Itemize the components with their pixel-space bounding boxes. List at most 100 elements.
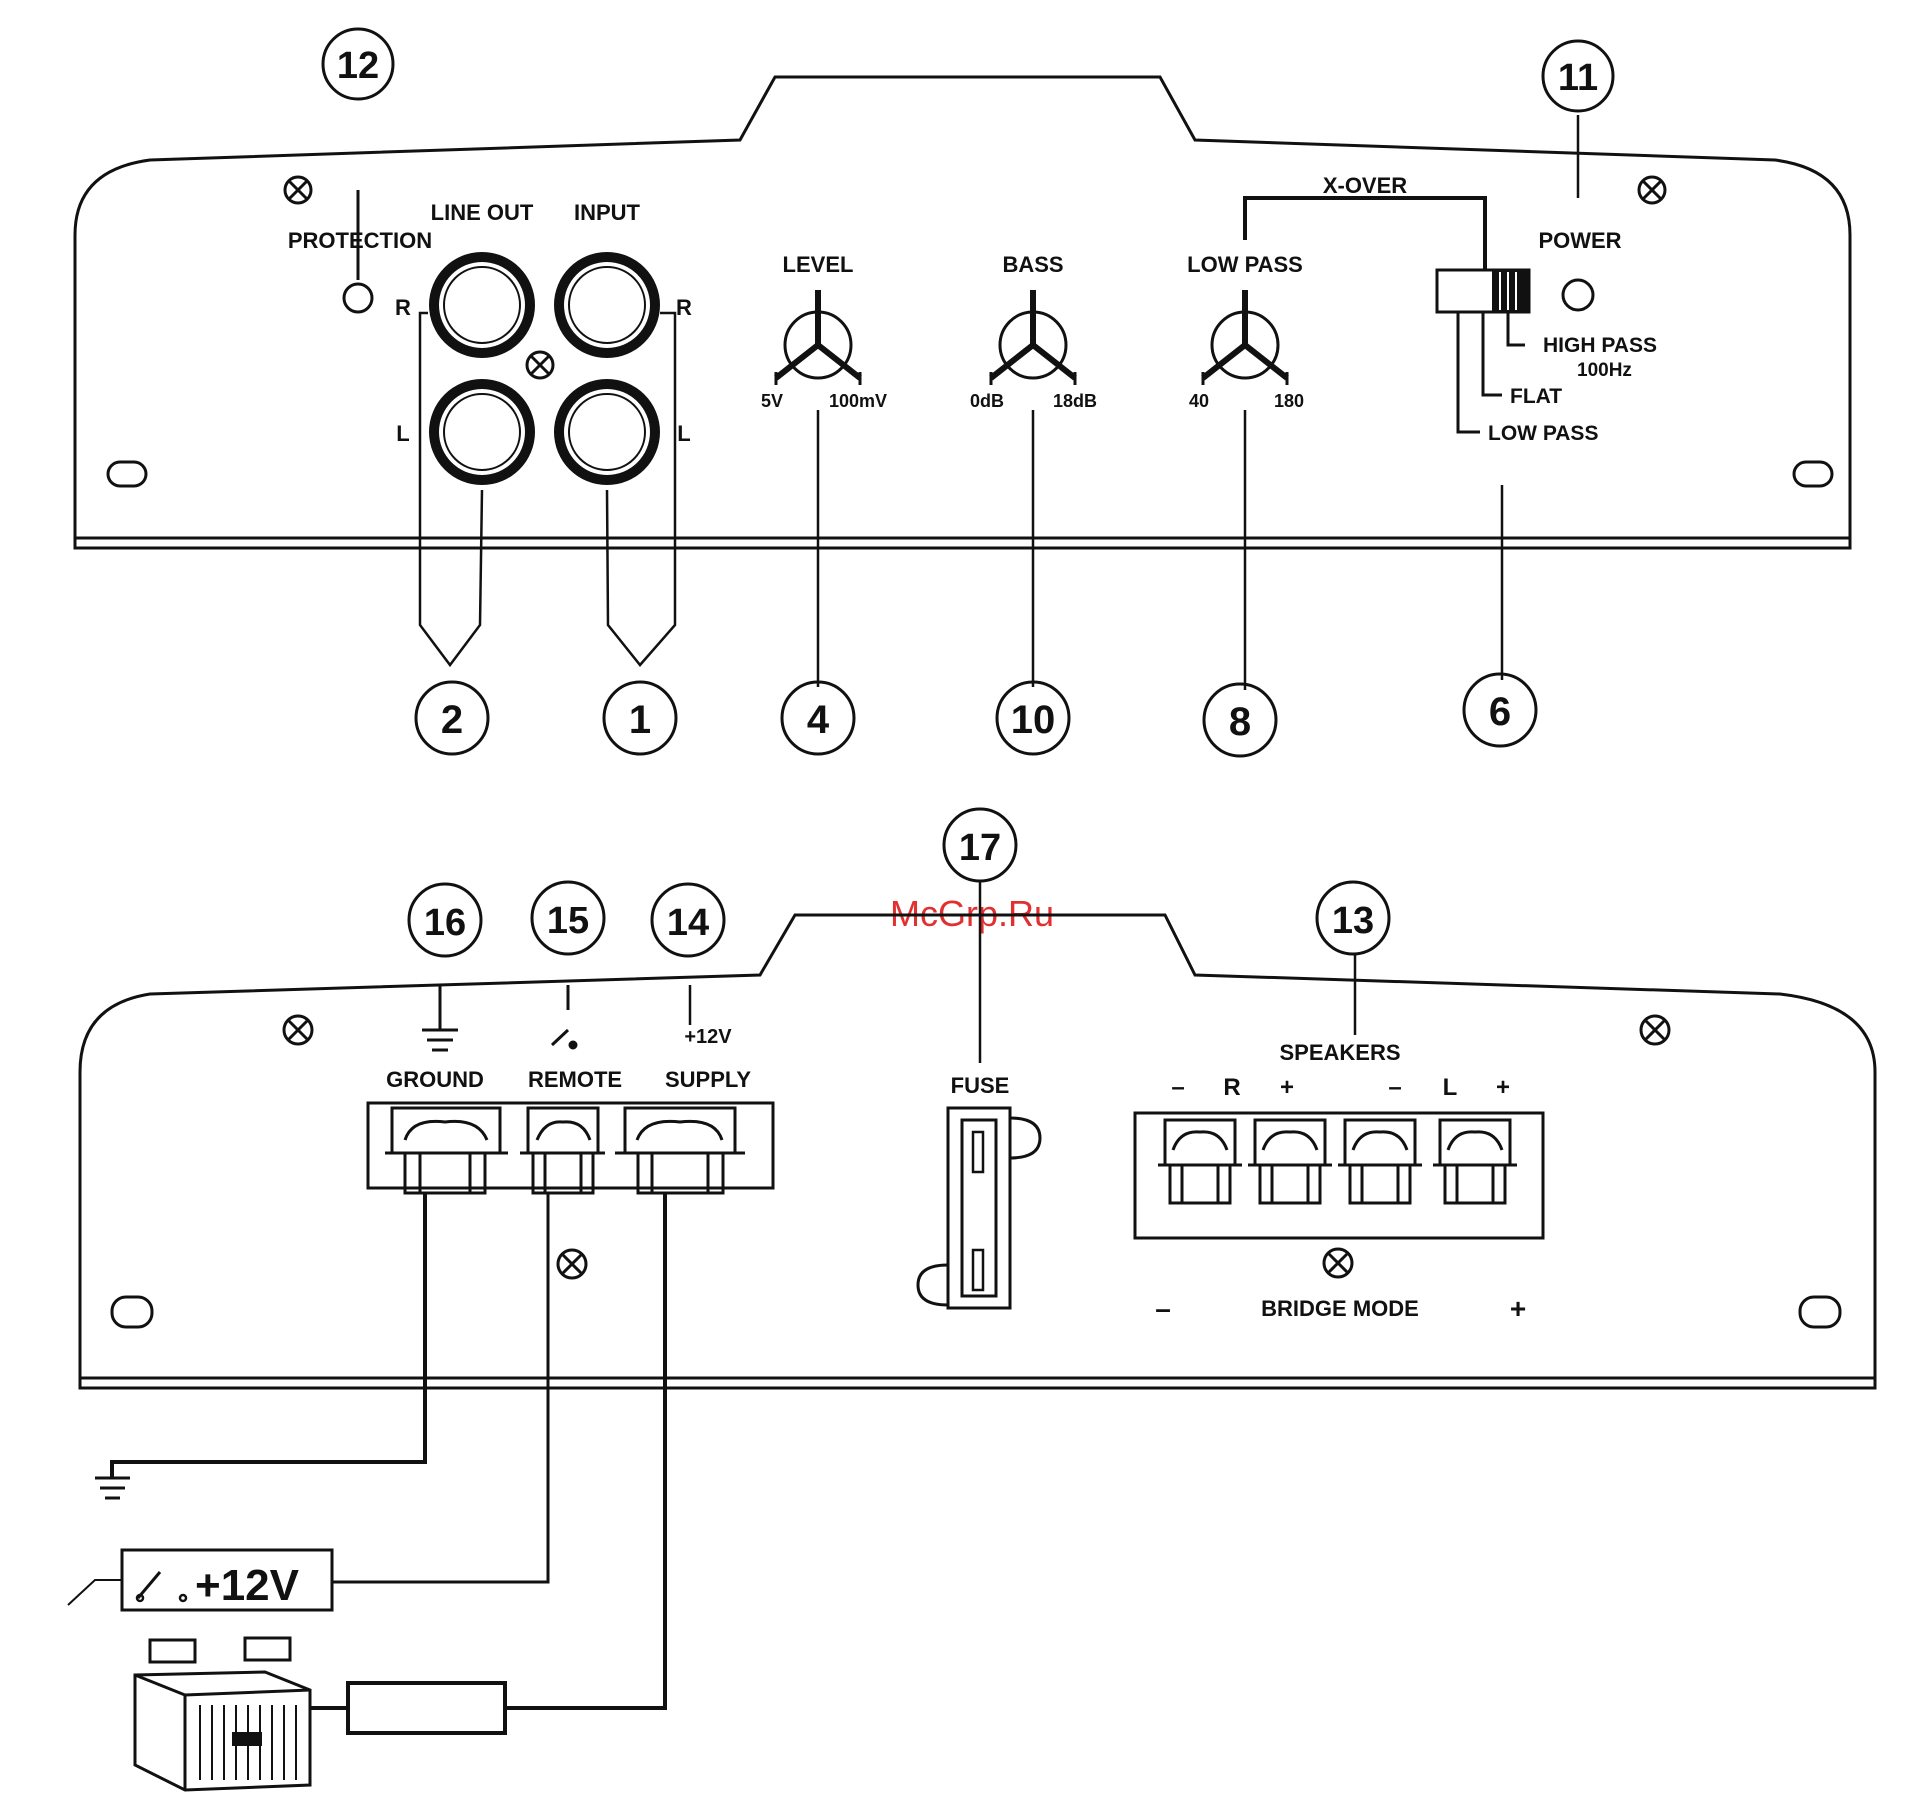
top-panel-outline	[75, 77, 1850, 548]
speaker-l-label: L	[1443, 1074, 1458, 1101]
speaker-terminal-r-plus[interactable]	[1248, 1120, 1332, 1203]
callout-13: 13	[1317, 882, 1389, 954]
svg-text:6: 6	[1489, 690, 1511, 734]
svg-text:4: 4	[807, 698, 830, 742]
svg-text:8: 8	[1229, 700, 1251, 744]
callout-12: 12	[323, 29, 393, 99]
bridge-plus-label: +	[1510, 1293, 1526, 1324]
high-pass-label: HIGH PASS	[1543, 334, 1657, 357]
line-out-l-jack[interactable]	[429, 379, 535, 485]
svg-text:2: 2	[441, 698, 463, 742]
screw-icon	[1639, 177, 1665, 203]
callout-4: 4	[782, 682, 854, 754]
protection-label: PROTECTION	[288, 228, 432, 253]
power-terminal-block	[368, 1103, 773, 1188]
input-l-label: L	[677, 421, 690, 446]
svg-text:15: 15	[547, 900, 589, 942]
callout-10: 10	[997, 682, 1069, 754]
bridge-minus-label: –	[1155, 1293, 1171, 1324]
level-label: LEVEL	[783, 252, 854, 277]
low-pass-min-label: 40	[1189, 391, 1209, 411]
mounting-hole	[108, 462, 146, 486]
speakers-label: SPEAKERS	[1279, 1040, 1400, 1065]
fuse-label: FUSE	[951, 1073, 1010, 1098]
ground-icon	[95, 1478, 130, 1498]
callout-1: 1	[604, 682, 676, 754]
top-panel: PROTECTION LINE OUT INPUT R L R L LEVEL	[75, 29, 1850, 756]
crossover-switch[interactable]	[1437, 270, 1529, 312]
input-label: INPUT	[574, 200, 641, 225]
input-r-label: R	[676, 295, 692, 320]
callout-6: 6	[1464, 674, 1536, 746]
callout-17: 17	[944, 809, 1016, 881]
speaker-plus-label-1: +	[1280, 1074, 1294, 1101]
callout-16: 16	[409, 884, 481, 956]
mounting-hole	[1800, 1297, 1840, 1327]
screw-icon	[558, 1250, 586, 1278]
fuse-holder[interactable]	[918, 1108, 1040, 1308]
level-knob[interactable]	[776, 290, 860, 385]
x-over-label: X-OVER	[1323, 173, 1407, 198]
remote-switch-voltage-label: +12V	[195, 1561, 300, 1610]
bass-knob[interactable]	[991, 290, 1075, 385]
mounting-hole	[112, 1297, 152, 1327]
bottom-panel-outline	[80, 915, 1875, 1388]
battery-icon	[135, 1638, 310, 1790]
remote-terminal[interactable]	[520, 1108, 605, 1193]
speaker-minus-label-1: –	[1171, 1074, 1184, 1101]
line-out-r-jack[interactable]	[429, 252, 535, 358]
svg-text:13: 13	[1332, 900, 1374, 942]
plus12v-label: +12V	[684, 1026, 732, 1048]
bass-max-label: 18dB	[1053, 391, 1097, 411]
callout-11: 11	[1543, 41, 1613, 111]
level-max-label: 100mV	[829, 391, 887, 411]
bridge-mode-label: BRIDGE MODE	[1261, 1296, 1419, 1321]
level-min-label: 5V	[761, 391, 783, 411]
callout-2: 2	[416, 682, 488, 754]
supply-terminal[interactable]	[615, 1108, 745, 1193]
ground-label: GROUND	[386, 1067, 484, 1092]
low-pass-max-label: 180	[1274, 391, 1304, 411]
line-out-label: LINE OUT	[431, 200, 534, 225]
speaker-plus-label-2: +	[1496, 1074, 1510, 1101]
svg-text:1: 1	[629, 698, 651, 742]
mounting-hole	[1794, 462, 1832, 486]
low-pass-knob[interactable]	[1203, 290, 1287, 385]
ground-wire	[112, 1193, 425, 1478]
speaker-terminal-l-plus[interactable]	[1433, 1120, 1517, 1203]
power-label: POWER	[1538, 228, 1621, 253]
inline-fuse	[348, 1683, 505, 1733]
ground-terminal[interactable]	[385, 1108, 508, 1193]
svg-text:10: 10	[1011, 698, 1056, 742]
svg-text:11: 11	[1558, 57, 1598, 99]
callout-8: 8	[1204, 684, 1276, 756]
external-wiring: +12V	[68, 1193, 665, 1790]
screw-icon	[1641, 1016, 1669, 1044]
speaker-r-label: R	[1223, 1074, 1240, 1101]
screw-icon	[527, 352, 553, 378]
speaker-minus-label-2: –	[1388, 1074, 1401, 1101]
line-out-r-label: R	[395, 295, 411, 320]
screw-icon	[284, 1016, 312, 1044]
ground-icon	[422, 985, 458, 1050]
low-pass-switch-label: LOW PASS	[1488, 422, 1598, 445]
low-pass-label: LOW PASS	[1187, 252, 1303, 277]
speaker-terminal-r-minus[interactable]	[1158, 1120, 1242, 1203]
screw-icon	[285, 177, 311, 203]
bass-label: BASS	[1002, 252, 1063, 277]
switch-icon	[552, 985, 576, 1048]
input-l-jack[interactable]	[554, 379, 660, 485]
power-led	[1563, 280, 1593, 310]
input-r-jack[interactable]	[554, 252, 660, 358]
flat-label: FLAT	[1510, 385, 1562, 408]
remote-label: REMOTE	[528, 1067, 622, 1092]
protection-led	[344, 284, 372, 312]
callout-15: 15	[532, 882, 604, 954]
remote-switch-box: +12V	[122, 1550, 332, 1610]
bass-min-label: 0dB	[970, 391, 1004, 411]
speaker-terminal-l-minus[interactable]	[1338, 1120, 1422, 1203]
svg-text:12: 12	[337, 45, 379, 87]
screw-icon	[1324, 1249, 1352, 1277]
callout-14: 14	[652, 884, 724, 956]
